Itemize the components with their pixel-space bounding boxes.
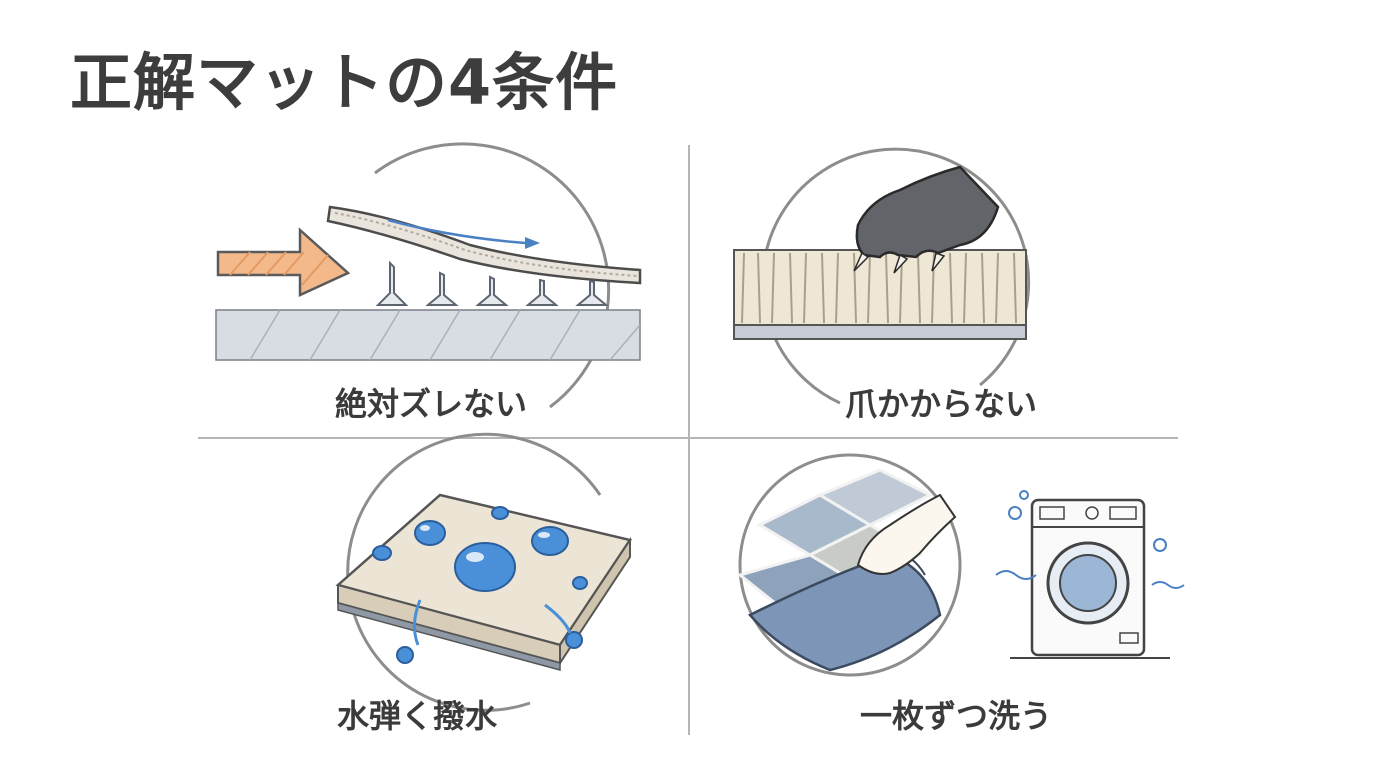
condition-label-non-slip: 絶対ズレない	[335, 385, 528, 423]
water-drops-icon	[335, 432, 633, 712]
condition-label-washable: 一枚ずつ洗う	[860, 697, 1053, 735]
non-slip-mat-icon	[215, 142, 642, 409]
horizontal-divider	[198, 437, 1178, 439]
condition-label-claw-proof: 爪かからない	[845, 385, 1038, 423]
paw-claw-icon	[733, 147, 1031, 405]
condition-label-water-repellent: 水弾く撥水	[337, 697, 498, 735]
washing-machine-icon	[736, 453, 1185, 677]
page-title: 正解マットの4条件	[70, 46, 619, 119]
vertical-divider	[688, 145, 690, 735]
